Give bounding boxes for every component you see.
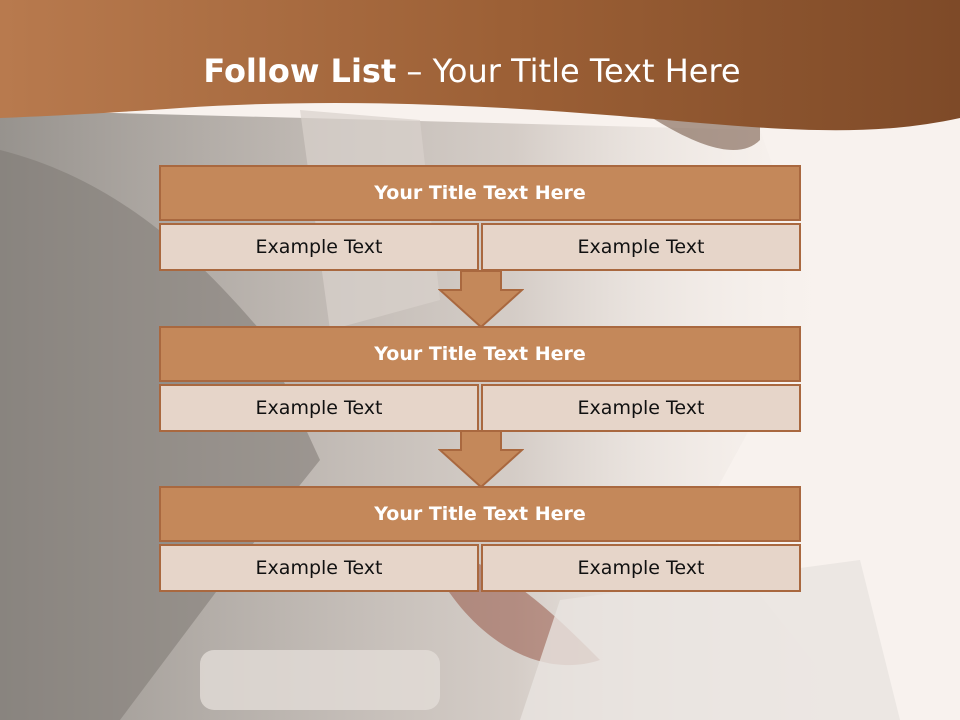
slide-title-rest: – Your Title Text Here bbox=[396, 52, 741, 90]
slide-title: Follow List – Your Title Text Here bbox=[0, 52, 944, 90]
block-row: Example Text Example Text bbox=[159, 223, 801, 271]
down-arrow-icon bbox=[438, 270, 524, 328]
down-arrow-icon bbox=[438, 430, 524, 488]
block-title: Your Title Text Here bbox=[159, 486, 801, 542]
block-row: Example Text Example Text bbox=[159, 384, 801, 432]
list-block: Your Title Text Here Example Text Exampl… bbox=[159, 486, 801, 592]
block-cell-left: Example Text bbox=[159, 223, 479, 271]
block-cell-left: Example Text bbox=[159, 544, 479, 592]
block-cell-right: Example Text bbox=[481, 544, 801, 592]
slide-title-bold: Follow List bbox=[203, 52, 397, 90]
block-title: Your Title Text Here bbox=[159, 326, 801, 382]
block-row: Example Text Example Text bbox=[159, 544, 801, 592]
list-block: Your Title Text Here Example Text Exampl… bbox=[159, 326, 801, 432]
block-title: Your Title Text Here bbox=[159, 165, 801, 221]
block-cell-right: Example Text bbox=[481, 223, 801, 271]
block-cell-right: Example Text bbox=[481, 384, 801, 432]
block-cell-left: Example Text bbox=[159, 384, 479, 432]
list-block: Your Title Text Here Example Text Exampl… bbox=[159, 165, 801, 271]
